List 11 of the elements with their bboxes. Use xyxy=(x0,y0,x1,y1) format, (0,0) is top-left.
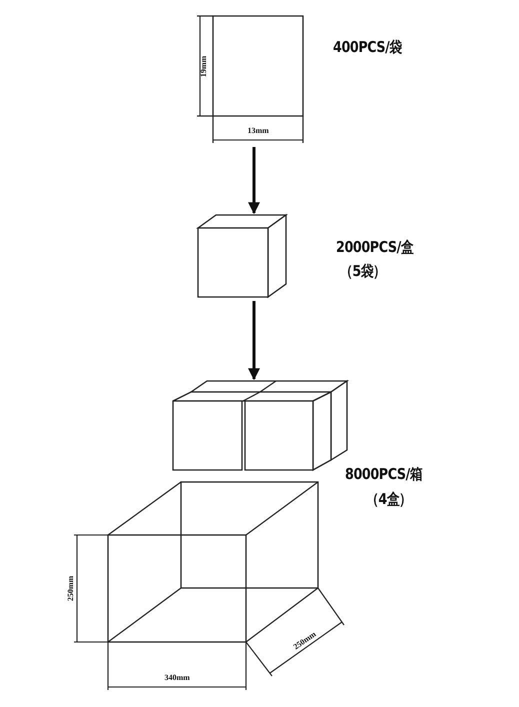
quantity-text: （5袋） xyxy=(340,262,386,280)
dimension-label: 250mm xyxy=(66,575,75,601)
dimension-label: 340mm xyxy=(164,672,190,682)
quantity-text: （4盒） xyxy=(366,490,412,508)
dimension-label: 13mm xyxy=(248,126,269,134)
dimension-label: 19mm xyxy=(198,55,208,77)
arrow xyxy=(248,301,260,380)
quantity-text: 8000PCS/箱 xyxy=(345,465,422,483)
quantity-text: 2000PCS/盒 xyxy=(336,238,414,256)
arrow xyxy=(248,147,260,214)
quantity-text: 400PCS/袋 xyxy=(333,38,402,56)
